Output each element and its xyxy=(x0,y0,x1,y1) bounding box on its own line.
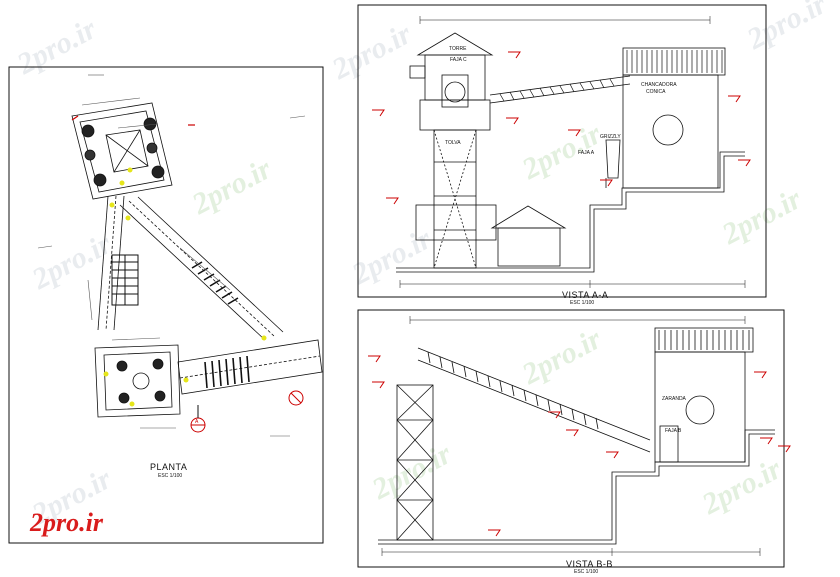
plan-crusher-block xyxy=(94,344,181,418)
vista-bb-level-markers xyxy=(368,355,791,537)
plan-conveyor-idlers xyxy=(191,261,239,305)
label-faja-a: FAJA A xyxy=(578,150,595,156)
vista-aa-scale: ESC 1/100 xyxy=(570,300,595,306)
plan-frame xyxy=(8,66,324,544)
vista-bb-scale: ESC 1/100 xyxy=(574,569,599,575)
label-torre: TORRE xyxy=(449,46,467,52)
label-tolva: TOLVA xyxy=(445,140,461,146)
plan-highlight-marks xyxy=(103,167,267,407)
svg-text:A: A xyxy=(195,419,199,425)
plan-conveyor-3-idlers xyxy=(204,355,250,389)
vista-aa-hatching xyxy=(499,50,723,102)
vista-bb-conveyor-hatching xyxy=(427,330,750,430)
planta-scale: ESC 1/100 xyxy=(158,473,183,479)
vista-aa-dimensions xyxy=(399,16,746,288)
vista-bb-structure xyxy=(378,327,775,545)
label-faja-c: FAJA C xyxy=(450,57,467,63)
label-chancadora: CHANCADORA xyxy=(641,82,677,88)
plan-conveyor-2 xyxy=(119,196,284,341)
vista-aa-frame xyxy=(357,4,767,298)
label-grizzly: GRIZZLY xyxy=(600,134,621,140)
vista-aa-level-markers xyxy=(372,51,751,205)
planta-title: PLANTA xyxy=(150,462,188,472)
vista-aa-structure xyxy=(396,32,745,273)
plan-tower-block xyxy=(71,102,173,200)
section-marker-a: A xyxy=(190,405,206,433)
plan-annotations xyxy=(37,74,306,437)
vista-bb-frame xyxy=(357,309,785,568)
vista-bb-title: VISTA B-B xyxy=(566,559,613,569)
plan-conveyor-1 xyxy=(97,195,125,331)
section-marker-b xyxy=(288,390,304,406)
vista-bb-dimensions xyxy=(381,316,761,556)
vista-aa-title: VISTA A-A xyxy=(562,290,609,300)
plan-feeder-grid xyxy=(111,254,139,306)
label-faja-b: FAJA B xyxy=(665,428,682,434)
label-conica: CONICA xyxy=(646,89,666,95)
plan-conveyor-3 xyxy=(177,339,323,395)
site-logo: 2pro.ir xyxy=(30,508,103,537)
label-zaranda: ZARANDA xyxy=(662,396,686,402)
